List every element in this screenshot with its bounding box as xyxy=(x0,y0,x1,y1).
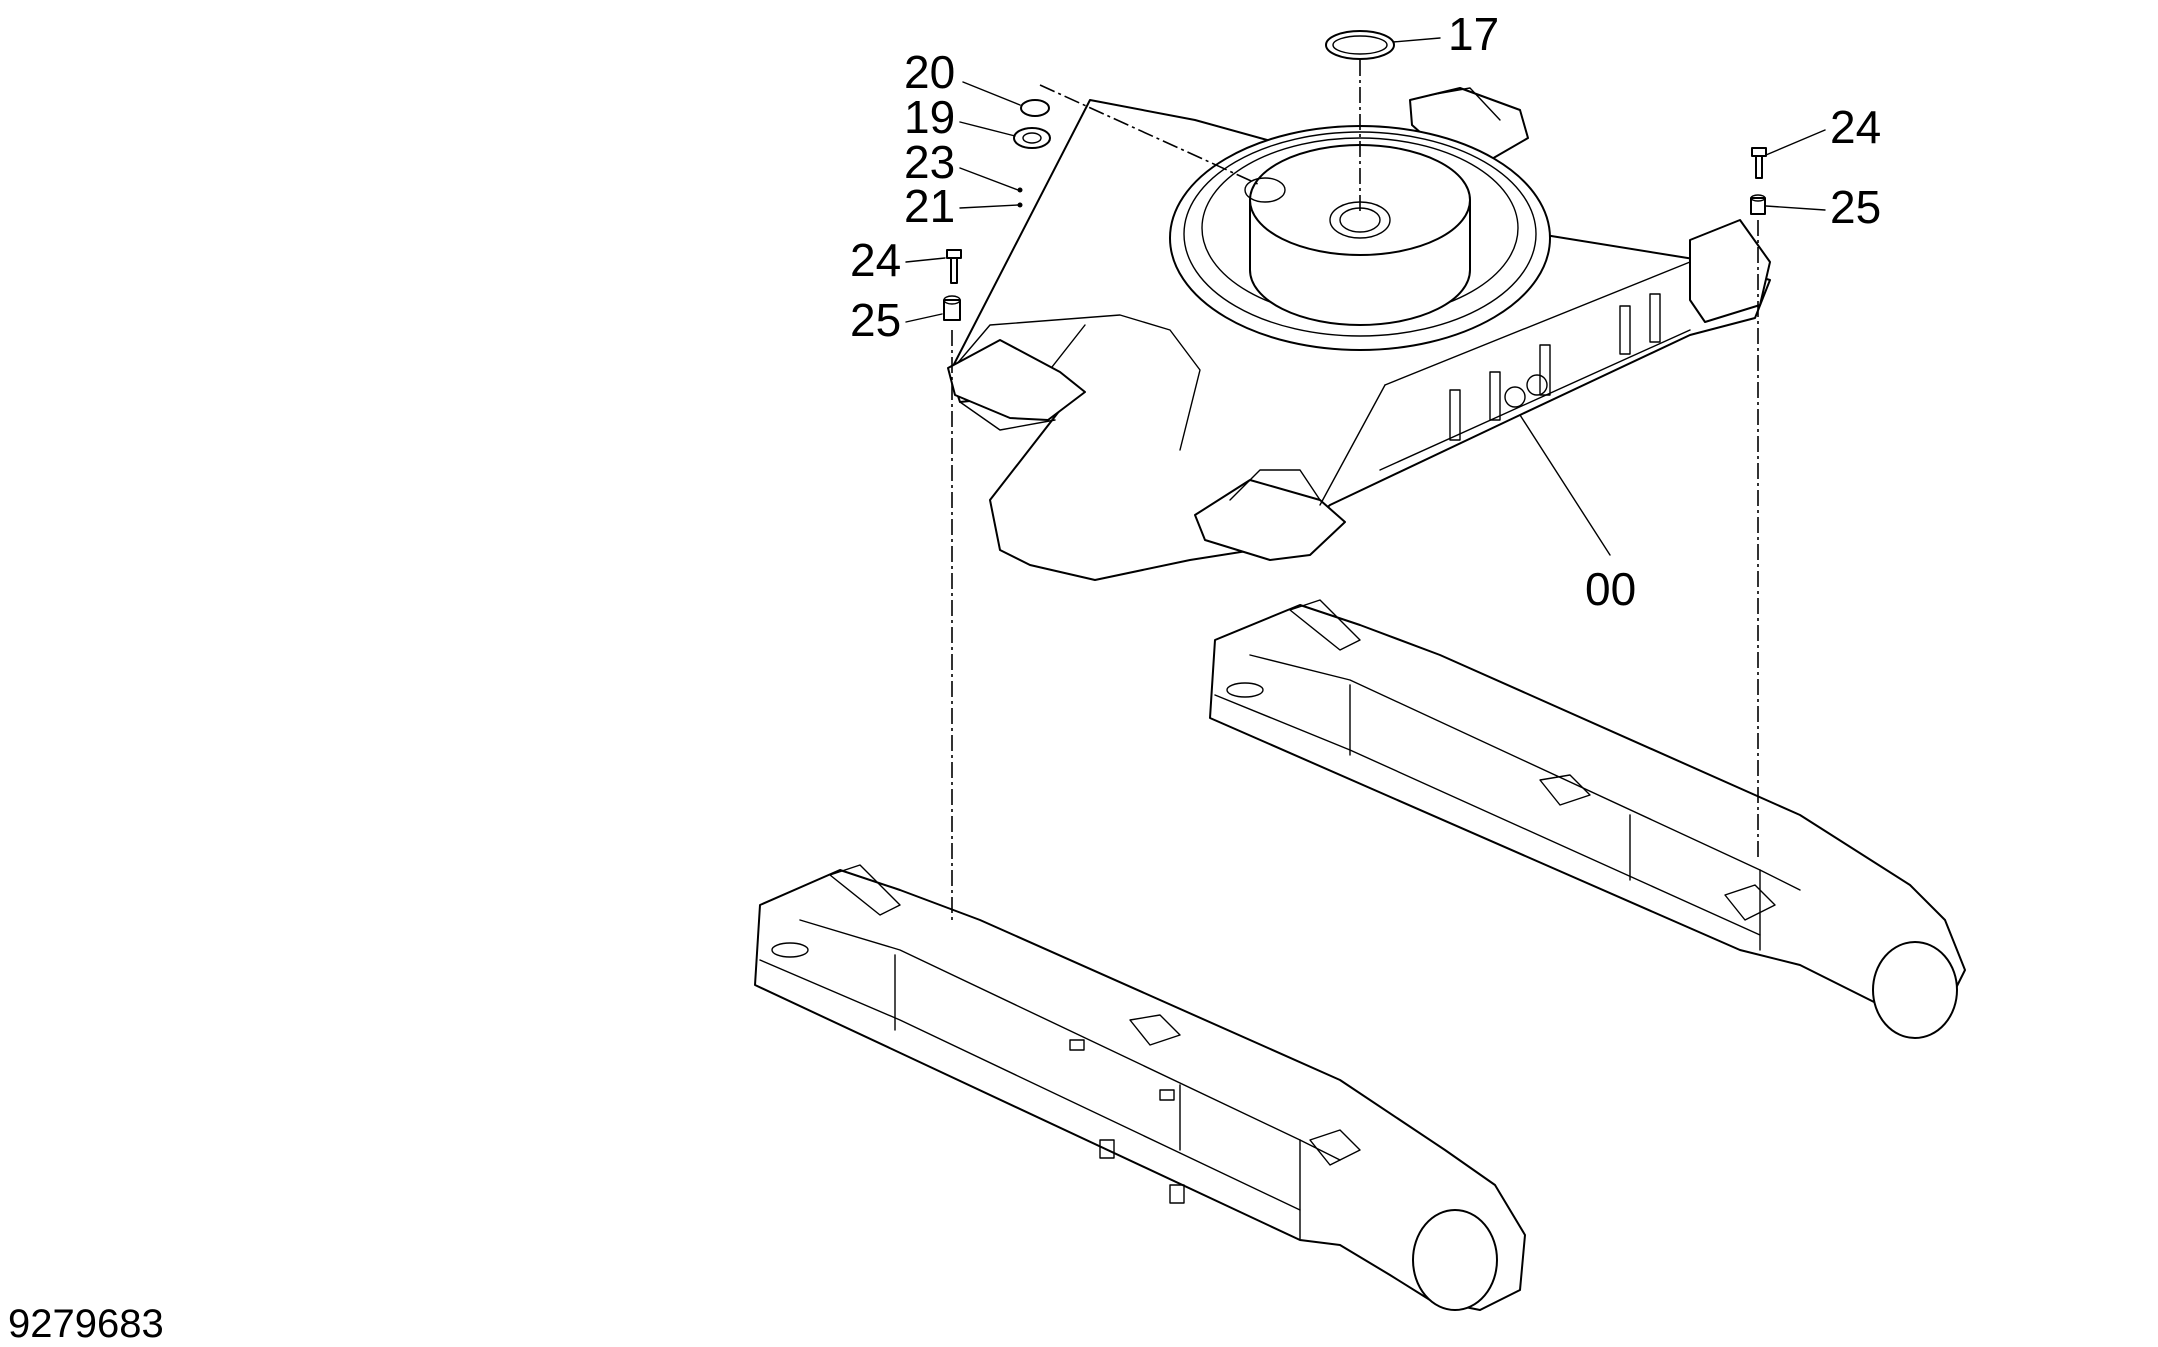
center-frame xyxy=(947,87,1771,581)
callout-25-left: 25 xyxy=(850,294,901,346)
callout-24-left: 24 xyxy=(850,234,901,286)
o-ring-17 xyxy=(1325,30,1395,60)
callout-20: 20 xyxy=(904,46,955,98)
center-lines xyxy=(951,60,1759,920)
callout-17: 17 xyxy=(1448,8,1499,60)
right-track-frame xyxy=(1209,599,1966,1039)
document-number: 9279683 xyxy=(8,1302,164,1346)
callout-19: 19 xyxy=(904,91,955,143)
callout-21: 21 xyxy=(904,180,955,232)
hardware xyxy=(943,30,1767,321)
callout-23: 23 xyxy=(904,136,955,188)
left-track-frame xyxy=(754,864,1526,1311)
callout-25-right: 25 xyxy=(1830,181,1881,233)
callout-24-right: 24 xyxy=(1830,101,1881,153)
cap-20 xyxy=(1020,99,1050,117)
callout-00: 00 xyxy=(1585,563,1636,615)
leader-lines xyxy=(905,37,1826,323)
callout-labels: 17 20 19 23 21 24 25 24 25 00 xyxy=(850,8,1881,615)
washer-19 xyxy=(1013,127,1051,149)
